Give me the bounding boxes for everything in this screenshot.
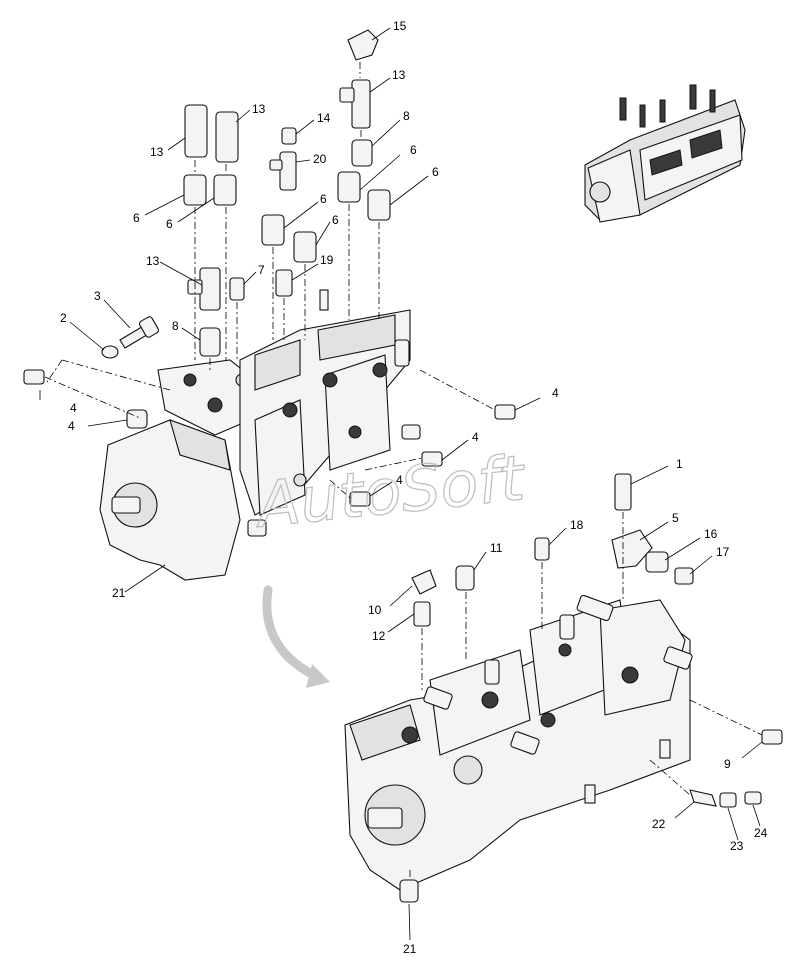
callout-13: 13 <box>252 102 266 116</box>
callout-6: 6 <box>133 211 140 225</box>
callout-17: 16 <box>704 527 718 541</box>
callout-4: 4 <box>472 430 479 444</box>
callout-20: 20 <box>313 152 327 166</box>
callout-8: 8 <box>172 319 179 333</box>
callout-3: 3 <box>94 289 101 303</box>
callout-21: 21 <box>403 942 417 956</box>
leader-lines <box>39 27 763 941</box>
thumbnail-assembly <box>584 84 746 223</box>
upper-pump-assembly <box>99 289 421 581</box>
callout-12: 10 <box>368 603 382 617</box>
alignment-lines <box>44 62 763 880</box>
callout-9: 12 <box>372 629 386 643</box>
callout-4: 4 <box>396 473 403 487</box>
callout-4: 9 <box>724 757 731 771</box>
callout-13: 13 <box>150 145 164 159</box>
callout-4: 4 <box>552 386 559 400</box>
callout-16: 5 <box>672 511 679 525</box>
callout-4: 4 <box>70 401 77 415</box>
callout-6: 6 <box>410 143 417 157</box>
callout-6: 6 <box>320 192 327 206</box>
callout-8: 8 <box>403 109 410 123</box>
callout-13: 13 <box>146 254 160 268</box>
callouts: 15 13 13 13 14 8 20 6 6 6 6 6 6 13 7 19 … <box>60 19 768 956</box>
callout-18: 17 <box>716 545 730 559</box>
callout-24: 24 <box>754 826 768 840</box>
callout-13: 13 <box>392 68 406 82</box>
callout-21: 4 <box>68 419 75 433</box>
callout-1: 21 <box>112 586 126 600</box>
callout-10: 11 <box>490 541 503 555</box>
lower-pump-assembly <box>344 594 693 891</box>
curved-arrow-icon <box>262 585 330 688</box>
callout-15: 15 <box>393 19 407 33</box>
callout-6: 6 <box>166 217 173 231</box>
callout-19: 19 <box>320 253 334 267</box>
callout-23: 23 <box>730 839 744 853</box>
callout-6: 6 <box>432 165 439 179</box>
callout-6: 6 <box>332 213 339 227</box>
callout-11: 18 <box>570 518 584 532</box>
callout-5: 1 <box>676 457 683 471</box>
callout-2: 2 <box>60 311 67 325</box>
callout-22: 22 <box>652 817 666 831</box>
callout-7: 7 <box>258 263 265 277</box>
callout-14: 14 <box>317 111 331 125</box>
